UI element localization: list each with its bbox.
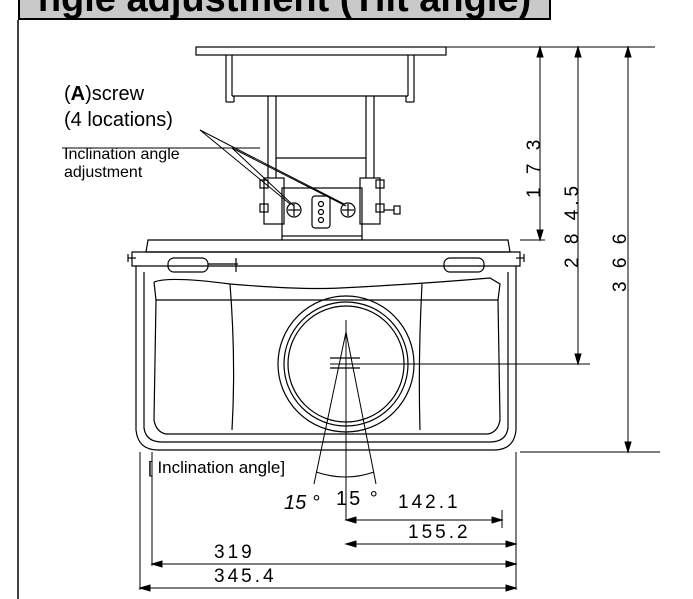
locations-label: (4 locations) [64,109,173,131]
support-arm [259,96,401,240]
screw-letter: A [70,83,86,105]
dim-155-2: 155.2 [408,522,471,543]
angle-left-label: 15 ° [284,492,320,514]
dim-319: 319 [214,542,255,563]
page-title: ngle adjustment (Tilt angle) [20,0,549,18]
horizontal-dimensions [138,452,518,592]
ceiling-mount [195,46,447,103]
dim-284-5: 2 8 4.5 [562,181,583,268]
centerlines [313,320,590,520]
dim-142-1: 142.1 [398,492,461,513]
screw-right-icon [340,202,356,218]
inclination-angle-label: [ Inclination angle] [148,458,286,477]
screw-leaders [62,129,347,207]
dim-366: 3 6 6 [610,229,631,292]
title-banner: ngle adjustment (Tilt angle) [18,0,551,20]
inclination-adjustment-label: Inclination angle adjustment [64,146,180,181]
screw-label: (A)screw [64,83,145,105]
screw-left-icon [286,202,302,218]
vertical-dimensions [446,45,660,454]
angle-right-label: 15 ° [336,488,380,510]
dim-173: 1 7 3 [524,135,545,198]
dim-345-4: 345.4 [214,566,277,587]
projector-body [127,239,525,451]
